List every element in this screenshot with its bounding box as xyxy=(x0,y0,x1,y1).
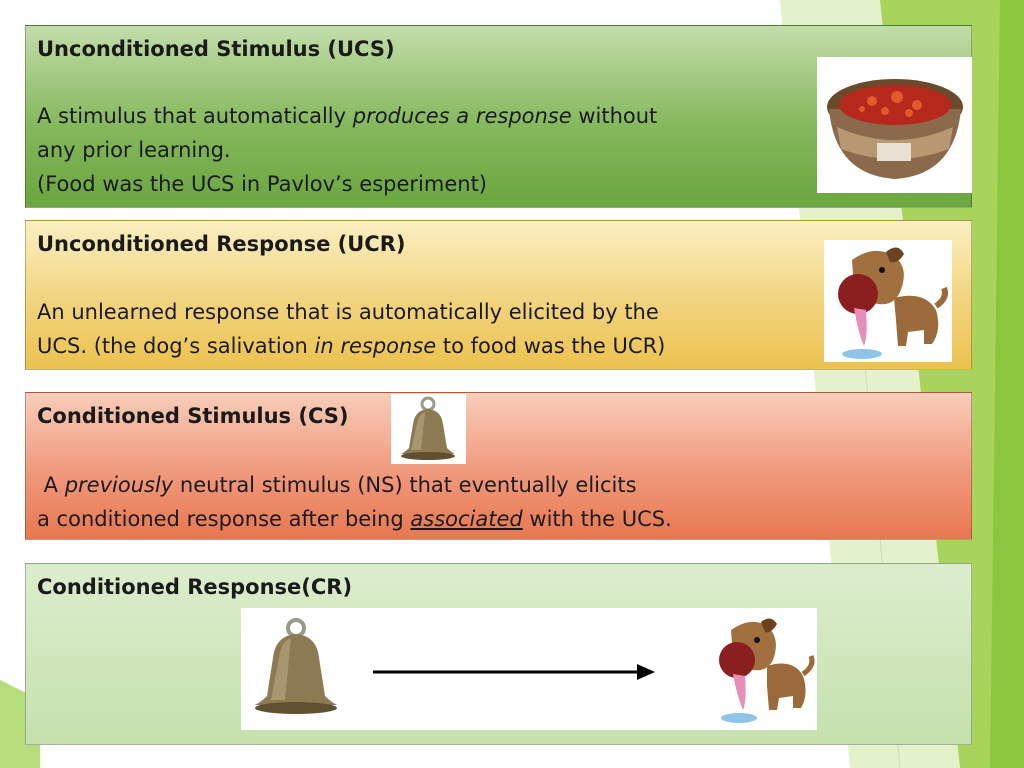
ucr-title: Unconditioned Response (UCR) xyxy=(37,232,406,256)
cs-emphasis: previously xyxy=(64,473,174,497)
cs-panel: Conditioned Stimulus (CS) A previously n… xyxy=(25,392,972,540)
cr-panel: Conditioned Response(CR) xyxy=(25,563,972,745)
ucr-panel: Unconditioned Response (UCR) An unlearne… xyxy=(25,220,972,370)
ucr-text: to food was the UCR) xyxy=(436,334,666,358)
ucs-text: without xyxy=(571,104,658,128)
salivating-dog-image xyxy=(719,618,815,723)
cs-text: a conditioned response after being xyxy=(37,507,411,531)
bell-image xyxy=(391,394,466,464)
ucr-emphasis: in response xyxy=(314,334,437,358)
cs-definition: A previously neutral stimulus (NS) that … xyxy=(37,468,672,536)
ucr-definition: An unlearned response that is automatica… xyxy=(37,295,665,363)
ucs-text: A stimulus that automatically xyxy=(37,104,353,128)
cs-title: Conditioned Stimulus (CS) xyxy=(37,404,349,428)
bell-image xyxy=(255,618,337,714)
salivating-dog-image xyxy=(824,240,952,362)
cr-illustration xyxy=(241,608,817,730)
ucr-text: An unlearned response that is automatica… xyxy=(37,300,659,324)
ucs-emphasis: produces a response xyxy=(352,104,572,128)
cs-text: A xyxy=(37,473,65,497)
ucs-text: any prior learning. xyxy=(37,138,231,162)
cr-title: Conditioned Response(CR) xyxy=(37,575,353,599)
ucs-example: (Food was the UCS in Pavlov’s esperiment… xyxy=(37,172,487,196)
ucr-text: UCS. (the dog’s salivation xyxy=(37,334,315,358)
dog-food-bowl-image xyxy=(817,57,972,193)
ucs-panel: Unconditioned Stimulus (UCS) A stimulus … xyxy=(25,25,972,208)
right-arrow-icon xyxy=(373,664,655,680)
cs-text: with the UCS. xyxy=(522,507,672,531)
ucs-title: Unconditioned Stimulus (UCS) xyxy=(37,37,395,61)
ucs-definition: A stimulus that automatically produces a… xyxy=(37,99,657,201)
cs-emphasis: associated xyxy=(410,507,523,531)
cs-text: neutral stimulus (NS) that eventually el… xyxy=(173,473,637,497)
